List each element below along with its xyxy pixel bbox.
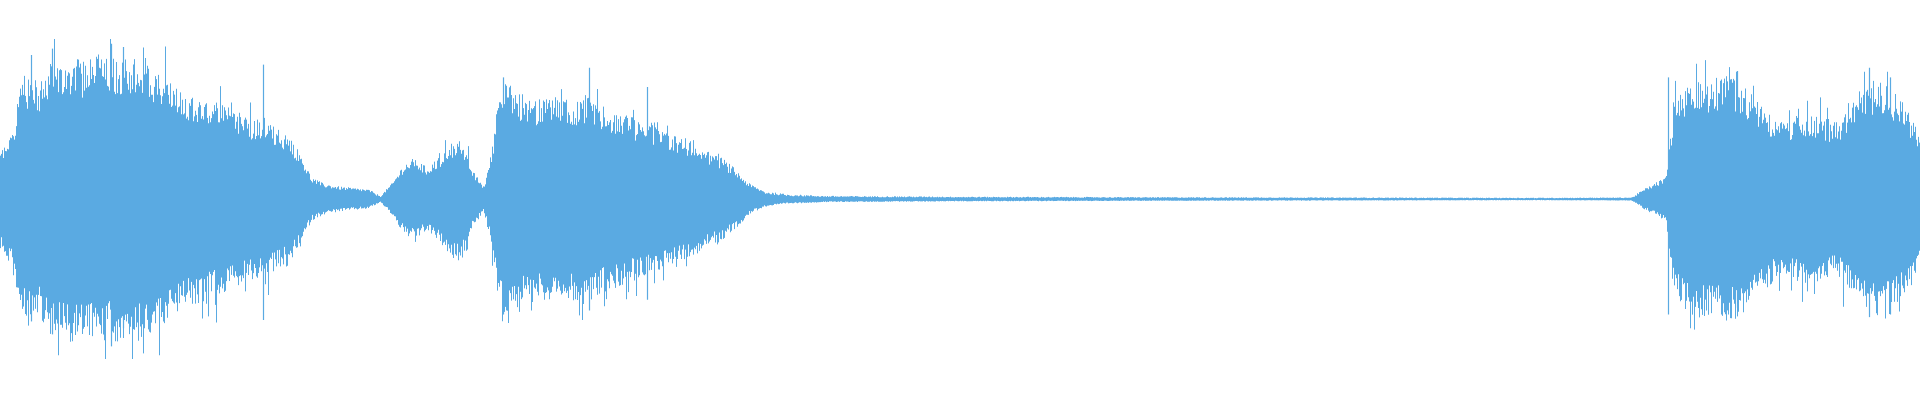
waveform-bars xyxy=(0,39,1920,359)
